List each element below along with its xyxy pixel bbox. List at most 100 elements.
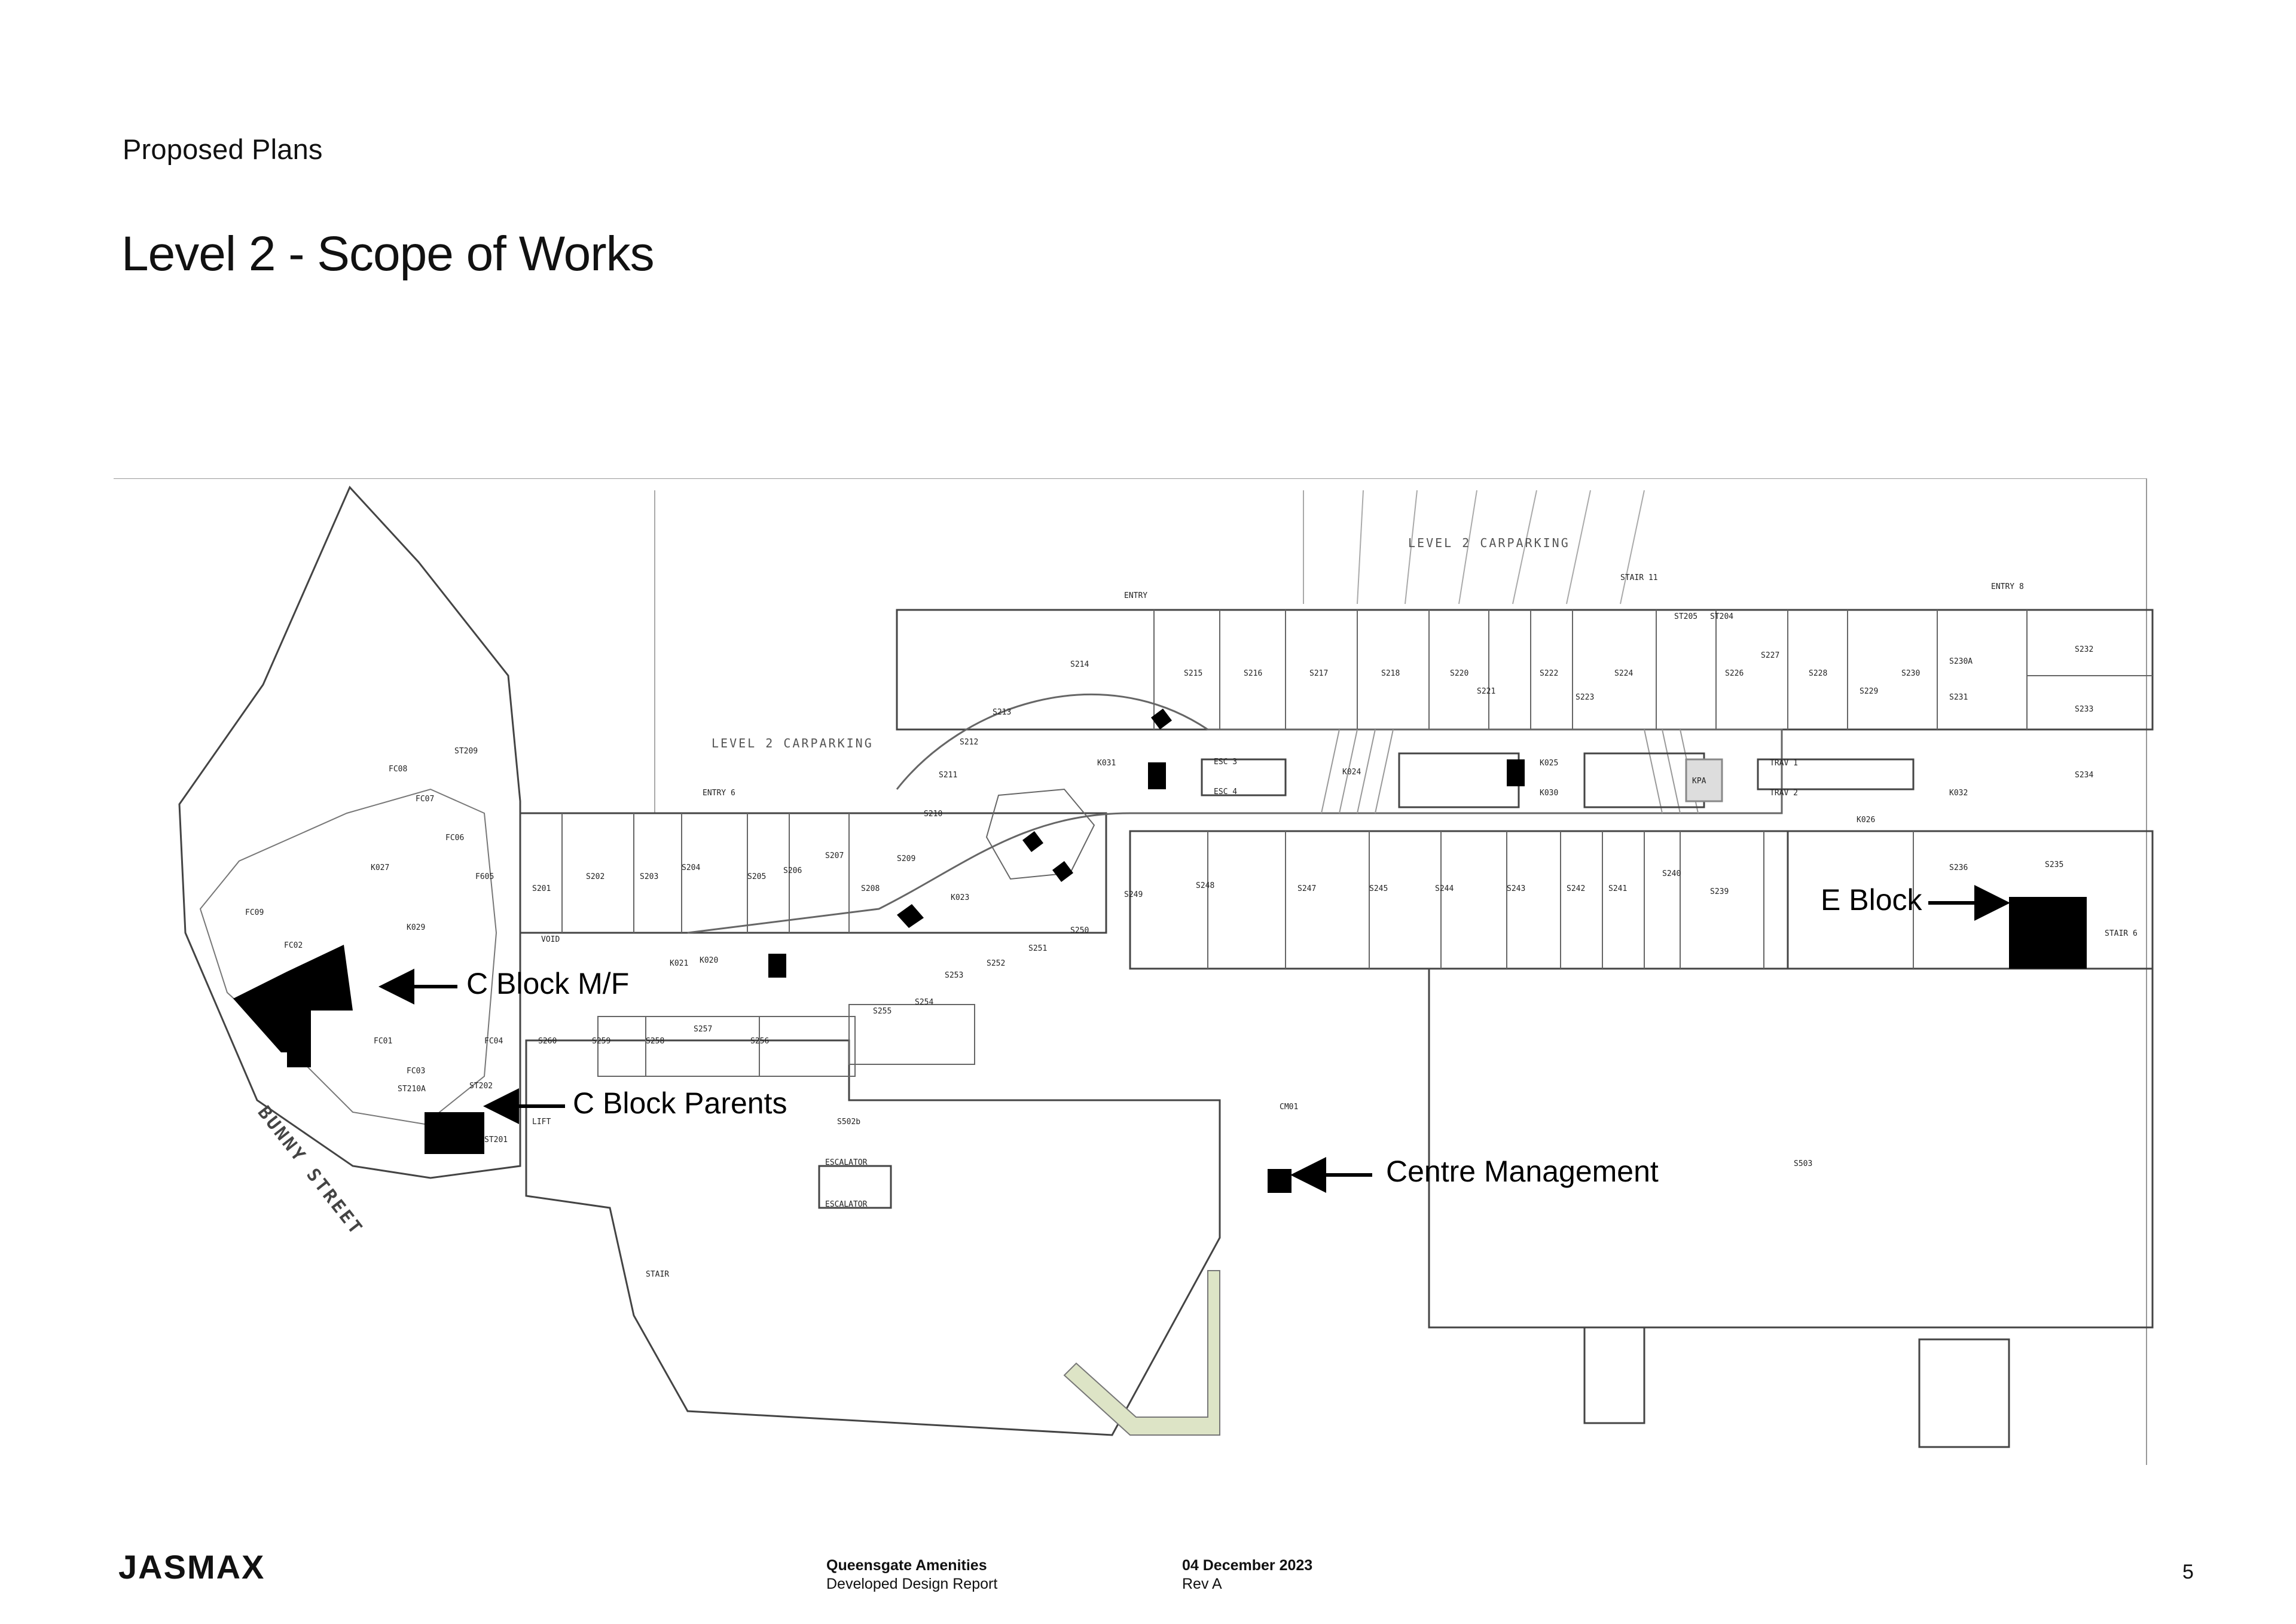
unit-label: FC01 (374, 1037, 392, 1046)
unit-label: S252 (987, 959, 1005, 968)
floor-plan: S214 S215 S216 S217 S218 S220 S221 S222 … (114, 478, 2154, 1465)
unit-label: S229 (1860, 687, 1878, 696)
misc-label: STAIR (646, 1270, 669, 1279)
misc-label: ST210A (398, 1085, 426, 1094)
c-block-mf-callout: C Block M/F (466, 967, 630, 1000)
unit-label: S220 (1450, 669, 1468, 678)
unit-label: S209 (897, 854, 915, 863)
e-block-callout: E Block (1821, 883, 1922, 917)
unit-label: S250 (1070, 926, 1089, 935)
misc-label: STAIR 11 (1620, 573, 1658, 582)
tenancy-label: S503 (1794, 1159, 1812, 1168)
c-block-parents-callout: C Block Parents (573, 1086, 787, 1120)
unit-label: S218 (1381, 669, 1400, 678)
project-info: Queensgate Amenities Developed Design Re… (826, 1556, 997, 1594)
unit-label: S242 (1567, 884, 1585, 893)
unit-label: S244 (1435, 884, 1454, 893)
misc-label: ST209 (454, 747, 478, 756)
unit-label: S231 (1949, 693, 1968, 702)
kiosk-label: K026 (1857, 816, 1875, 825)
kiosk-label: K030 (1540, 789, 1558, 798)
centre-management-callout: Centre Management (1386, 1155, 1659, 1188)
page-title: Level 2 - Scope of Works (121, 227, 655, 281)
tenancy-label: CM01 (1280, 1103, 1298, 1112)
unit-label: K029 (407, 923, 425, 932)
unit-label: S211 (939, 771, 957, 780)
kiosk-label: K023 (951, 893, 969, 902)
unit-label: FC09 (245, 908, 264, 917)
unit-label: S227 (1761, 651, 1779, 660)
unit-label: S214 (1070, 660, 1089, 669)
report-name: Developed Design Report (826, 1576, 998, 1592)
misc-label: ST201 (484, 1135, 508, 1144)
unit-label: S232 (2075, 645, 2093, 654)
unit-label: S256 (750, 1037, 769, 1046)
misc-label: VOID (541, 935, 560, 944)
unit-label: S234 (2075, 771, 2093, 780)
unit-label: S210 (924, 810, 942, 819)
unit-label: FC08 (389, 765, 407, 774)
kiosk-label: KPA (1692, 777, 1706, 786)
unit-label: FC07 (416, 795, 434, 804)
unit-label: K027 (371, 863, 389, 872)
unit-label: S249 (1124, 890, 1143, 899)
misc-label: LIFT (532, 1118, 551, 1127)
unit-label: S222 (1540, 669, 1558, 678)
unit-label: S230A (1949, 657, 1973, 666)
unit-label: S230 (1901, 669, 1920, 678)
c-block-mf-block (233, 945, 353, 1067)
unit-label: S240 (1662, 869, 1681, 878)
unit-label: S206 (783, 866, 802, 875)
unit-label: S253 (945, 971, 963, 980)
kiosk-label: K021 (670, 959, 688, 968)
unit-label: S207 (825, 851, 844, 860)
kiosk-label: K020 (700, 956, 718, 965)
misc-label: ST204 (1710, 612, 1733, 621)
unit-label: S254 (915, 998, 933, 1007)
kiosk-label: K024 (1342, 768, 1361, 777)
project-name: Queensgate Amenities (826, 1557, 987, 1574)
unit-label: FC04 (484, 1037, 503, 1046)
kiosk-label: K031 (1097, 759, 1116, 768)
c-block-parents-block (425, 1112, 484, 1154)
unit-label: S235 (2045, 860, 2063, 869)
unit-label: S212 (960, 738, 978, 747)
misc-label: ENTRY 6 (703, 789, 735, 798)
tenancy-label: S502b (837, 1118, 860, 1127)
unit-label: S205 (747, 872, 766, 881)
unit-label: S257 (694, 1025, 712, 1034)
report-date: 04 December 2023 (1182, 1557, 1313, 1574)
unit-label: S236 (1949, 863, 1968, 872)
escalator-label: TRAV 1 (1770, 759, 1798, 768)
centre-management-block (1268, 1169, 1292, 1193)
escalator-label: ESC 3 (1214, 758, 1237, 767)
carpark-label: LEVEL 2 CARPARKING (712, 736, 874, 750)
unit-label: S223 (1576, 693, 1594, 702)
unit-label: S201 (532, 884, 551, 893)
section-heading: Proposed Plans (123, 133, 323, 165)
unit-label: S248 (1196, 881, 1214, 890)
unit-label: S221 (1477, 687, 1495, 696)
unit-label: S260 (538, 1037, 557, 1046)
page-number: 5 (2182, 1561, 2194, 1583)
revision: Rev A (1182, 1576, 1222, 1592)
unit-label: S233 (2075, 705, 2093, 714)
unit-label: S215 (1184, 669, 1202, 678)
misc-label: ST205 (1674, 612, 1697, 621)
misc-label: STAIR 6 (2105, 929, 2138, 938)
unit-label: S259 (592, 1037, 610, 1046)
unit-label: S228 (1809, 669, 1827, 678)
e-block-block (2009, 897, 2087, 969)
unit-label: S213 (993, 708, 1011, 717)
unit-label: S239 (1710, 887, 1729, 896)
unit-label: S216 (1244, 669, 1262, 678)
unit-label: S224 (1614, 669, 1633, 678)
carpark-label: LEVEL 2 CARPARKING (1408, 536, 1570, 550)
unit-label: S243 (1507, 884, 1525, 893)
unit-label: S203 (640, 872, 658, 881)
unit-label: S208 (861, 884, 880, 893)
escalator-label: TRAV 2 (1770, 789, 1798, 798)
kiosk-label: K025 (1540, 759, 1558, 768)
misc-label: ENTRY (1124, 591, 1147, 600)
